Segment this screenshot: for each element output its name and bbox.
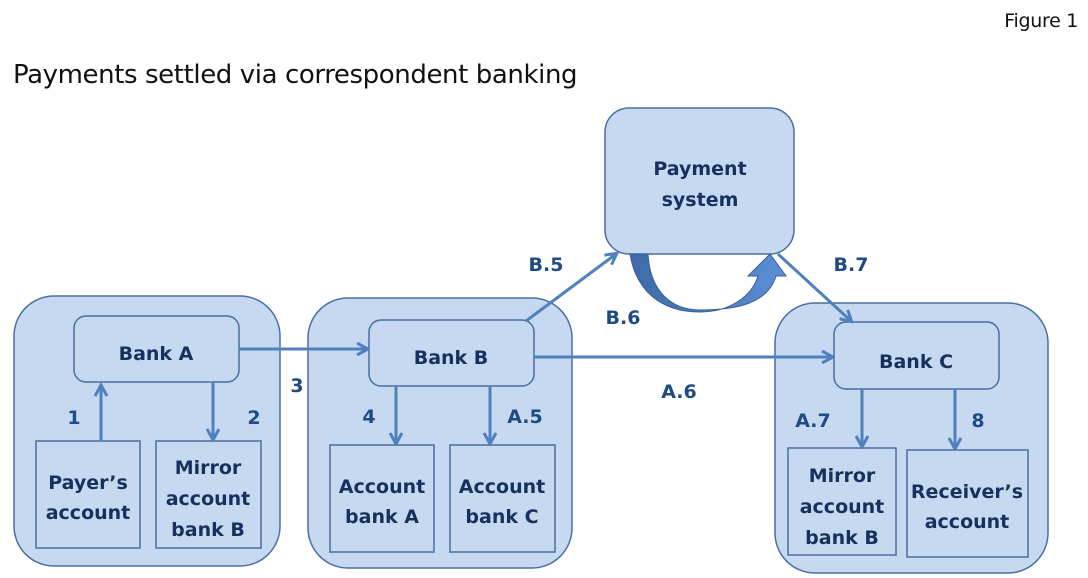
mirror-account-b-in-c-box[interactable] — [787, 447, 897, 556]
mirror-b-in-c-label-1: Mirror — [809, 465, 876, 487]
mirror-b-in-a-label-2: account — [166, 488, 251, 510]
edge-label-4: 4 — [362, 406, 375, 428]
edge-label-a5: A.5 — [507, 406, 543, 428]
figure-label: Figure 1 — [1004, 10, 1078, 32]
diagram-title: Payments settled via correspondent banki… — [13, 60, 578, 90]
bank-a-label: Bank A — [119, 343, 194, 365]
edge-label-b6: B.6 — [606, 307, 641, 329]
account-bank-a-box[interactable] — [329, 444, 435, 553]
arrow-b5 — [525, 254, 616, 323]
receivers-account-label-1: Receiver’s — [911, 481, 1023, 503]
account-bank-c-box[interactable] — [449, 444, 556, 553]
account-bank-a-label-1: Account — [339, 476, 425, 498]
mirror-b-in-a-label-1: Mirror — [175, 457, 242, 479]
receivers-account-label-2: account — [925, 511, 1010, 533]
edge-label-3: 3 — [290, 375, 303, 397]
payment-system-label-1: Payment — [653, 158, 746, 180]
account-bank-a-label-2: bank A — [345, 506, 419, 528]
edge-label-2: 2 — [247, 407, 260, 429]
account-bank-c-label-1: Account — [459, 476, 545, 498]
account-bank-c-label-2: bank C — [465, 506, 538, 528]
edge-label-b5: B.5 — [529, 254, 564, 276]
arrow-b7 — [776, 252, 851, 321]
payment-system-label-2: system — [662, 189, 739, 211]
payers-account-box[interactable] — [35, 440, 141, 549]
edge-label-b7: B.7 — [834, 254, 869, 276]
edge-label-a6: A.6 — [661, 381, 697, 403]
edge-label-1: 1 — [67, 407, 80, 429]
payers-account-label-2: account — [46, 502, 131, 524]
mirror-b-in-c-label-3: bank B — [805, 527, 879, 549]
edge-label-8: 8 — [971, 410, 984, 432]
mirror-b-in-c-label-2: account — [800, 496, 885, 518]
receivers-account-box[interactable] — [906, 449, 1029, 558]
mirror-account-b-in-a-box[interactable] — [155, 440, 262, 549]
edge-label-a7: A.7 — [795, 410, 831, 432]
payment-system-box[interactable] — [604, 107, 795, 255]
mirror-b-in-a-label-3: bank B — [171, 519, 245, 541]
bank-b-label: Bank B — [414, 347, 489, 369]
bank-c-label: Bank C — [879, 351, 953, 373]
payers-account-label-1: Payer’s — [48, 472, 128, 494]
curved-arrow-b6 — [629, 253, 787, 313]
